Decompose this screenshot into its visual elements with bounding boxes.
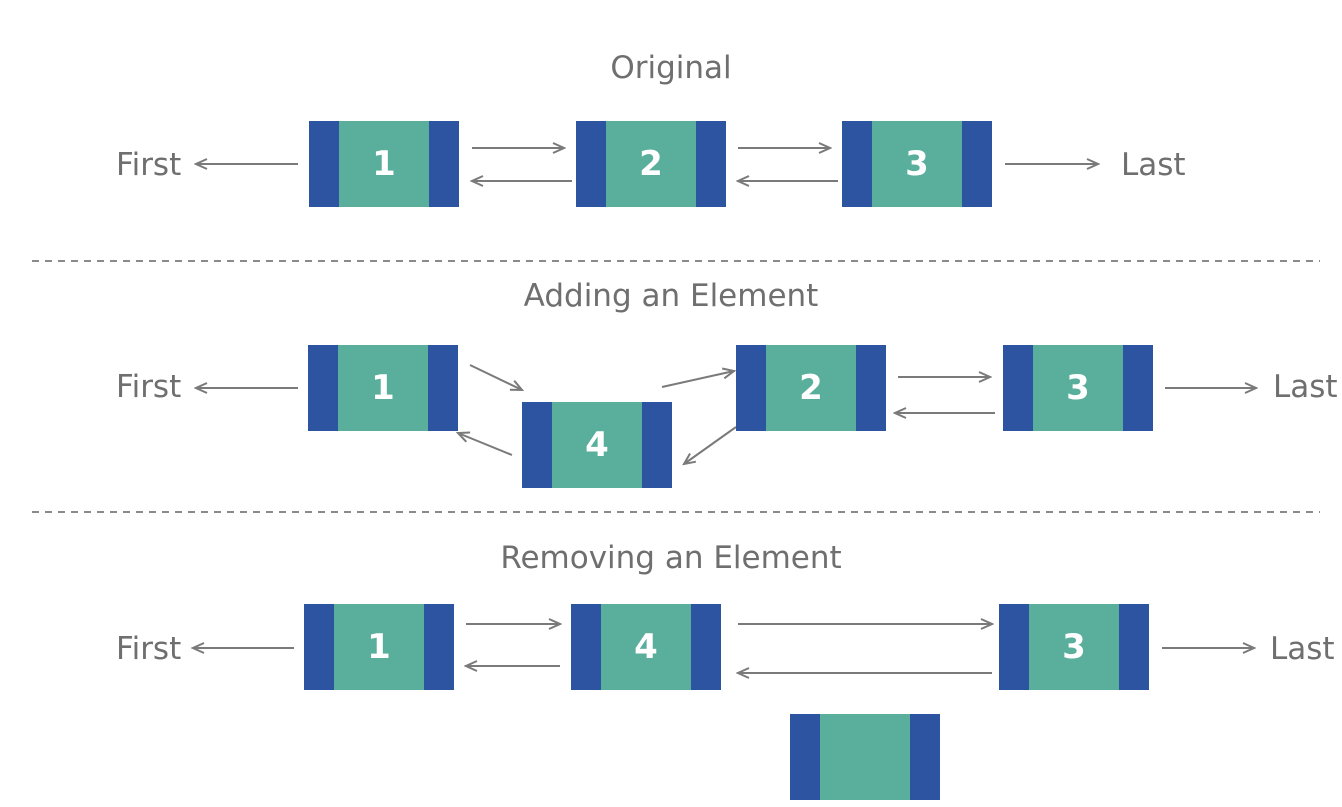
node-value: 3 bbox=[872, 121, 962, 207]
next-pointer bbox=[856, 345, 886, 431]
prev-pointer bbox=[304, 604, 334, 690]
pointer-arrow bbox=[684, 426, 737, 464]
prev-pointer bbox=[999, 604, 1029, 690]
next-pointer bbox=[642, 402, 672, 488]
next-pointer bbox=[696, 121, 726, 207]
prev-pointer bbox=[576, 121, 606, 207]
pointer-arrow bbox=[469, 364, 522, 390]
pointer-arrow bbox=[458, 433, 513, 456]
prev-pointer bbox=[1003, 345, 1033, 431]
node-value: 3 bbox=[1029, 604, 1119, 690]
node-value: 1 bbox=[338, 345, 428, 431]
list-node: 3 bbox=[842, 121, 992, 207]
list-node: 2 bbox=[736, 345, 886, 431]
list-node: 2 bbox=[576, 121, 726, 207]
node-value bbox=[820, 714, 910, 800]
list-node: 1 bbox=[304, 604, 454, 690]
prev-pointer bbox=[790, 714, 820, 800]
next-pointer bbox=[428, 345, 458, 431]
prev-pointer bbox=[309, 121, 339, 207]
node-value: 4 bbox=[601, 604, 691, 690]
next-pointer bbox=[691, 604, 721, 690]
last-label: Last bbox=[1273, 369, 1338, 405]
node-value: 1 bbox=[334, 604, 424, 690]
prev-pointer bbox=[522, 402, 552, 488]
node-value: 3 bbox=[1033, 345, 1123, 431]
node-value: 4 bbox=[552, 402, 642, 488]
removed-node bbox=[790, 714, 940, 800]
prev-pointer bbox=[308, 345, 338, 431]
inserted-node: 4 bbox=[522, 402, 672, 488]
list-node: 3 bbox=[999, 604, 1149, 690]
list-node: 1 bbox=[309, 121, 459, 207]
next-pointer bbox=[962, 121, 992, 207]
list-node: 1 bbox=[308, 345, 458, 431]
first-label: First bbox=[116, 369, 182, 405]
next-pointer bbox=[429, 121, 459, 207]
last-label: Last bbox=[1121, 147, 1186, 183]
next-pointer bbox=[1123, 345, 1153, 431]
node-value: 2 bbox=[766, 345, 856, 431]
section-title-removing: Removing an Element bbox=[500, 540, 842, 576]
first-label: First bbox=[116, 147, 182, 183]
node-value: 2 bbox=[606, 121, 696, 207]
prev-pointer bbox=[842, 121, 872, 207]
section-title-adding: Adding an Element bbox=[523, 278, 819, 314]
section-title-original: Original bbox=[610, 50, 732, 86]
next-pointer bbox=[910, 714, 940, 800]
last-label: Last bbox=[1270, 631, 1335, 667]
prev-pointer bbox=[736, 345, 766, 431]
pointer-arrow bbox=[661, 371, 734, 388]
prev-pointer bbox=[571, 604, 601, 690]
node-value: 1 bbox=[339, 121, 429, 207]
list-node: 4 bbox=[571, 604, 721, 690]
next-pointer bbox=[1119, 604, 1149, 690]
first-label: First bbox=[116, 631, 182, 667]
next-pointer bbox=[424, 604, 454, 690]
list-node: 3 bbox=[1003, 345, 1153, 431]
